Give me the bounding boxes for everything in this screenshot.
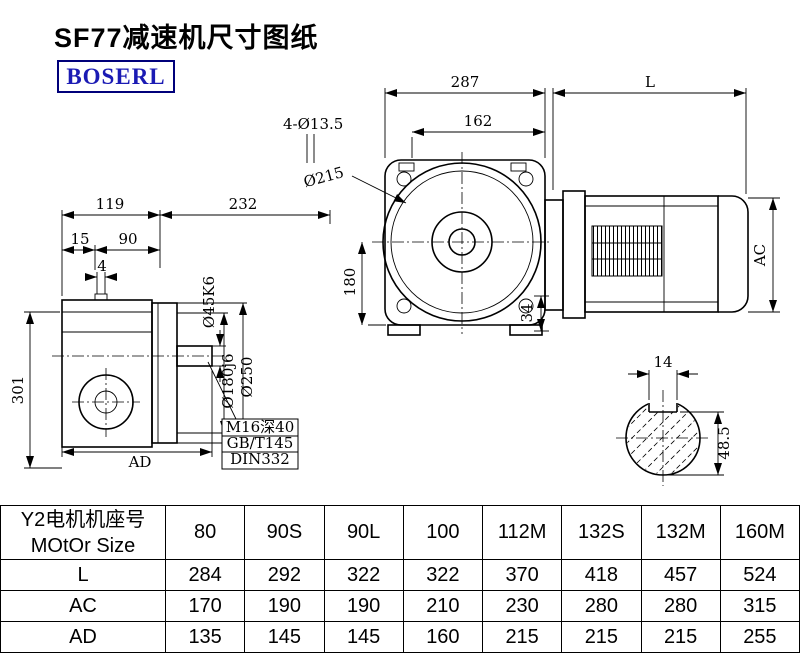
table-cell: 190: [323, 590, 404, 622]
side-view-dimensions: [24, 210, 331, 470]
dim-215: Ø215: [302, 163, 346, 191]
dim-232: 232: [229, 195, 258, 213]
dimension-drawing: 119 232 15 90 4 301 AD Ø45K6 Ø180j6 Ø250…: [9, 73, 780, 486]
size-col-header: 112M: [481, 505, 563, 560]
table-header-row: Y2电机机座号 MOtOr Size 80 90S 90L 100 112M 1…: [0, 505, 800, 560]
standard-din-label: DIN332: [230, 450, 290, 468]
motor-size-label-cn: Y2电机机座号: [20, 508, 146, 531]
spigot-dia-label: Ø180j6: [219, 353, 237, 408]
table-cell: 215: [640, 621, 721, 653]
table-cell: 215: [561, 621, 642, 653]
dim-ac: AC: [751, 244, 769, 267]
size-col-header: 132S: [561, 505, 642, 560]
table-cell: 170: [164, 590, 246, 622]
motor-size-header-cell: Y2电机机座号 MOtOr Size: [0, 505, 166, 560]
motor-size-label-en: MOtOr Size: [30, 534, 136, 557]
table-row-ad: AD 135 145 145 160 215 215 215 255: [0, 621, 800, 653]
table-cell: 322: [402, 559, 484, 591]
row-label: AD: [0, 621, 166, 653]
size-col-header: 90S: [244, 505, 325, 560]
boserl-logo: BOSERL: [57, 60, 175, 93]
table-cell: 230: [481, 590, 563, 622]
dim-l: L: [645, 73, 655, 91]
table-cell: 280: [640, 590, 721, 622]
size-col-header: 90L: [323, 505, 404, 560]
table-cell: 292: [244, 559, 325, 591]
dim-301: 301: [9, 376, 27, 405]
table-cell: 255: [719, 621, 800, 653]
dim-162: 162: [464, 112, 493, 130]
size-col-header: 160M: [719, 505, 800, 560]
table-cell: 524: [719, 559, 800, 591]
table-cell: 145: [323, 621, 404, 653]
front-view-geometry: [372, 152, 749, 336]
flange-dia-label: Ø250: [238, 357, 256, 398]
table-row-l: L 284 292 322 322 370 418 457 524: [0, 559, 800, 591]
motor-size-table: Y2电机机座号 MOtOr Size 80 90S 90L 100 112M 1…: [0, 505, 800, 653]
table-cell: 418: [561, 559, 642, 591]
table-cell: 315: [719, 590, 800, 622]
table-cell: 322: [323, 559, 404, 591]
table-cell: 160: [402, 621, 484, 653]
dim-90: 90: [118, 230, 137, 248]
row-label: L: [0, 559, 166, 591]
dim-4: 4: [97, 257, 107, 275]
size-col-header: 132M: [640, 505, 721, 560]
row-label: AC: [0, 590, 166, 622]
standard-gb-label: GB/T145: [227, 434, 294, 452]
table-cell: 370: [481, 559, 563, 591]
key-height-label: 48.5: [715, 426, 733, 459]
table-cell: 215: [481, 621, 563, 653]
table-cell: 145: [244, 621, 325, 653]
shaft-section-geometry: [616, 390, 710, 486]
size-col-header: 100: [402, 505, 484, 560]
shaft-section-dimensions: [628, 370, 724, 476]
table-cell: 284: [164, 559, 246, 591]
bolt-holes-label: 4-Ø13.5: [283, 115, 343, 133]
table-cell: 190: [244, 590, 325, 622]
table-cell: 280: [561, 590, 642, 622]
table-cell: 457: [640, 559, 721, 591]
table-cell: 135: [164, 621, 246, 653]
dim-ad: AD: [128, 453, 152, 471]
table-cell: 210: [402, 590, 484, 622]
tap-hole-label: M16深40: [226, 418, 295, 436]
size-col-header: 80: [164, 505, 246, 560]
dim-119: 119: [96, 195, 125, 213]
dim-34: 34: [518, 303, 536, 322]
key-width-label: 14: [653, 353, 672, 371]
shaft-dia-label: Ø45K6: [200, 276, 218, 328]
page-title: SF77减速机尺寸图纸: [54, 23, 319, 53]
dim-180: 180: [341, 268, 359, 297]
front-view-dimensions: [306, 88, 780, 332]
dim-15: 15: [70, 230, 89, 248]
table-row-ac: AC 170 190 190 210 230 280 280 315: [0, 590, 800, 622]
dim-287: 287: [451, 73, 480, 91]
side-view-geometry: [52, 293, 230, 448]
